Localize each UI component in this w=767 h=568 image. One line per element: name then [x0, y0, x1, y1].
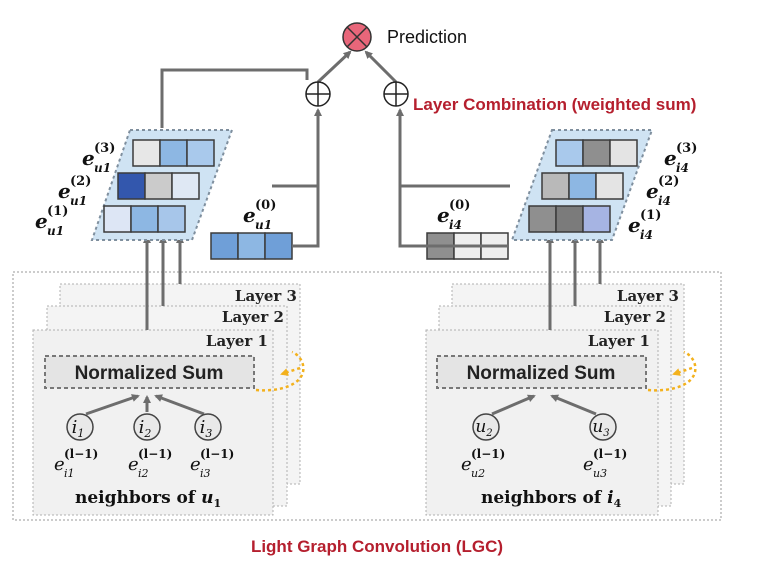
left-neighbor-nodes: [66, 413, 222, 441]
left-layer1-label: Layer 1: [206, 332, 268, 350]
lgc-caption: Light Graph Convolution (LGC): [251, 537, 503, 556]
right-e1-label: e: [628, 213, 641, 237]
svg-text:i4: i4: [658, 194, 671, 208]
svg-text:i2: i2: [139, 417, 152, 440]
svg-text:i4: i4: [449, 218, 462, 232]
svg-text:u2: u2: [475, 417, 492, 439]
svg-text:u1: u1: [47, 224, 64, 238]
svg-text:(l−1): (l−1): [593, 447, 627, 461]
svg-text:(3): (3): [94, 141, 115, 156]
left-e0-label: e: [243, 203, 256, 227]
lgc-region: [12, 271, 722, 521]
right-e2-label: e: [646, 179, 659, 203]
svg-text:i3: i3: [200, 417, 213, 440]
svg-text:i2: i2: [138, 467, 149, 480]
right-e3-label: e: [664, 146, 677, 170]
right-embedding-e2: [541, 172, 624, 200]
right-neighbor-nodes: [472, 413, 617, 441]
right-layer-loop-arrow: [647, 350, 697, 392]
left-normalized-sum-box: [44, 355, 255, 389]
left-node-3: i3: [200, 417, 213, 440]
svg-text:(l−1): (l−1): [138, 447, 172, 461]
left-normalized-sum-label: Normalized Sum: [75, 363, 224, 384]
left-layer-output-arrows: [143, 235, 184, 330]
left-neighbor-arrows: [85, 394, 205, 416]
left-e1-label: e: [35, 209, 48, 233]
prediction-label: Prediction: [387, 27, 467, 47]
left-node-2: i2: [139, 417, 152, 440]
svg-text:u3: u3: [592, 417, 609, 439]
svg-text:e: e: [583, 454, 594, 475]
svg-text:u2: u2: [471, 467, 485, 480]
left-embedding-e0: [210, 232, 293, 260]
layer-combination-label: Layer Combination (weighted sum): [413, 95, 696, 114]
svg-text:i3: i3: [200, 467, 211, 480]
svg-text:u1: u1: [255, 218, 272, 232]
right-sum-icon: [383, 81, 409, 107]
svg-text:u1: u1: [70, 194, 87, 208]
svg-text:(3): (3): [676, 141, 697, 156]
right-neighbor-embeddings: e (l−1) u2 e (l−1) u3: [461, 447, 627, 480]
svg-text:(1): (1): [47, 204, 68, 219]
left-e2-label: e: [58, 179, 71, 203]
right-embedding-e1: [528, 205, 611, 233]
right-node-1: u2: [475, 417, 492, 439]
left-embedding-e1: [103, 205, 186, 233]
combination-arrows: [160, 50, 510, 248]
right-layer1-label: Layer 1: [588, 332, 650, 350]
svg-text:u1: u1: [94, 161, 111, 175]
left-layer2-label: Layer 2: [222, 308, 284, 326]
right-neighbors-caption: neighbors of i4: [481, 488, 622, 510]
svg-text:(2): (2): [70, 174, 91, 189]
svg-text:e: e: [128, 454, 139, 475]
right-embedding-e3: [555, 139, 638, 167]
svg-text:(0): (0): [255, 198, 276, 213]
left-e3-label: e: [82, 146, 95, 170]
left-layer3-label: Layer 3: [235, 287, 297, 305]
right-normalized-sum-box: [436, 355, 647, 389]
left-neighbors-caption: neighbors of u1: [75, 488, 221, 510]
svg-text:e: e: [190, 454, 201, 475]
svg-text:e: e: [54, 454, 65, 475]
right-layer-output-arrows: [546, 235, 604, 330]
svg-text:i4: i4: [676, 161, 689, 175]
left-sum-icon: [305, 81, 331, 107]
svg-text:e: e: [461, 454, 472, 475]
prediction-multiply-icon: [342, 22, 372, 52]
svg-text:u3: u3: [593, 467, 607, 480]
svg-text:(l−1): (l−1): [200, 447, 234, 461]
svg-text:(l−1): (l−1): [471, 447, 505, 461]
left-embedding-e3: [132, 139, 215, 167]
right-normalized-sum-label: Normalized Sum: [467, 363, 616, 384]
svg-text:i1: i1: [72, 417, 85, 440]
svg-text:(0): (0): [449, 198, 470, 213]
right-layer2-label: Layer 2: [604, 308, 666, 326]
left-node-1: i1: [72, 417, 85, 440]
left-layer-loop-arrow: [255, 350, 305, 392]
svg-text:i4: i4: [640, 228, 653, 242]
svg-text:i1: i1: [64, 467, 75, 480]
left-embedding-e2: [117, 172, 200, 200]
svg-text:(1): (1): [640, 208, 661, 223]
svg-text:(l−1): (l−1): [64, 447, 98, 461]
right-e0-label: e: [437, 203, 450, 227]
right-neighbor-arrows: [491, 394, 597, 416]
right-layer3-label: Layer 3: [617, 287, 679, 305]
svg-text:(2): (2): [658, 174, 679, 189]
right-node-2: u3: [592, 417, 609, 439]
left-neighbor-embeddings: e (l−1) i1 e (l−1) i2 e (l−1) i3: [54, 447, 234, 480]
